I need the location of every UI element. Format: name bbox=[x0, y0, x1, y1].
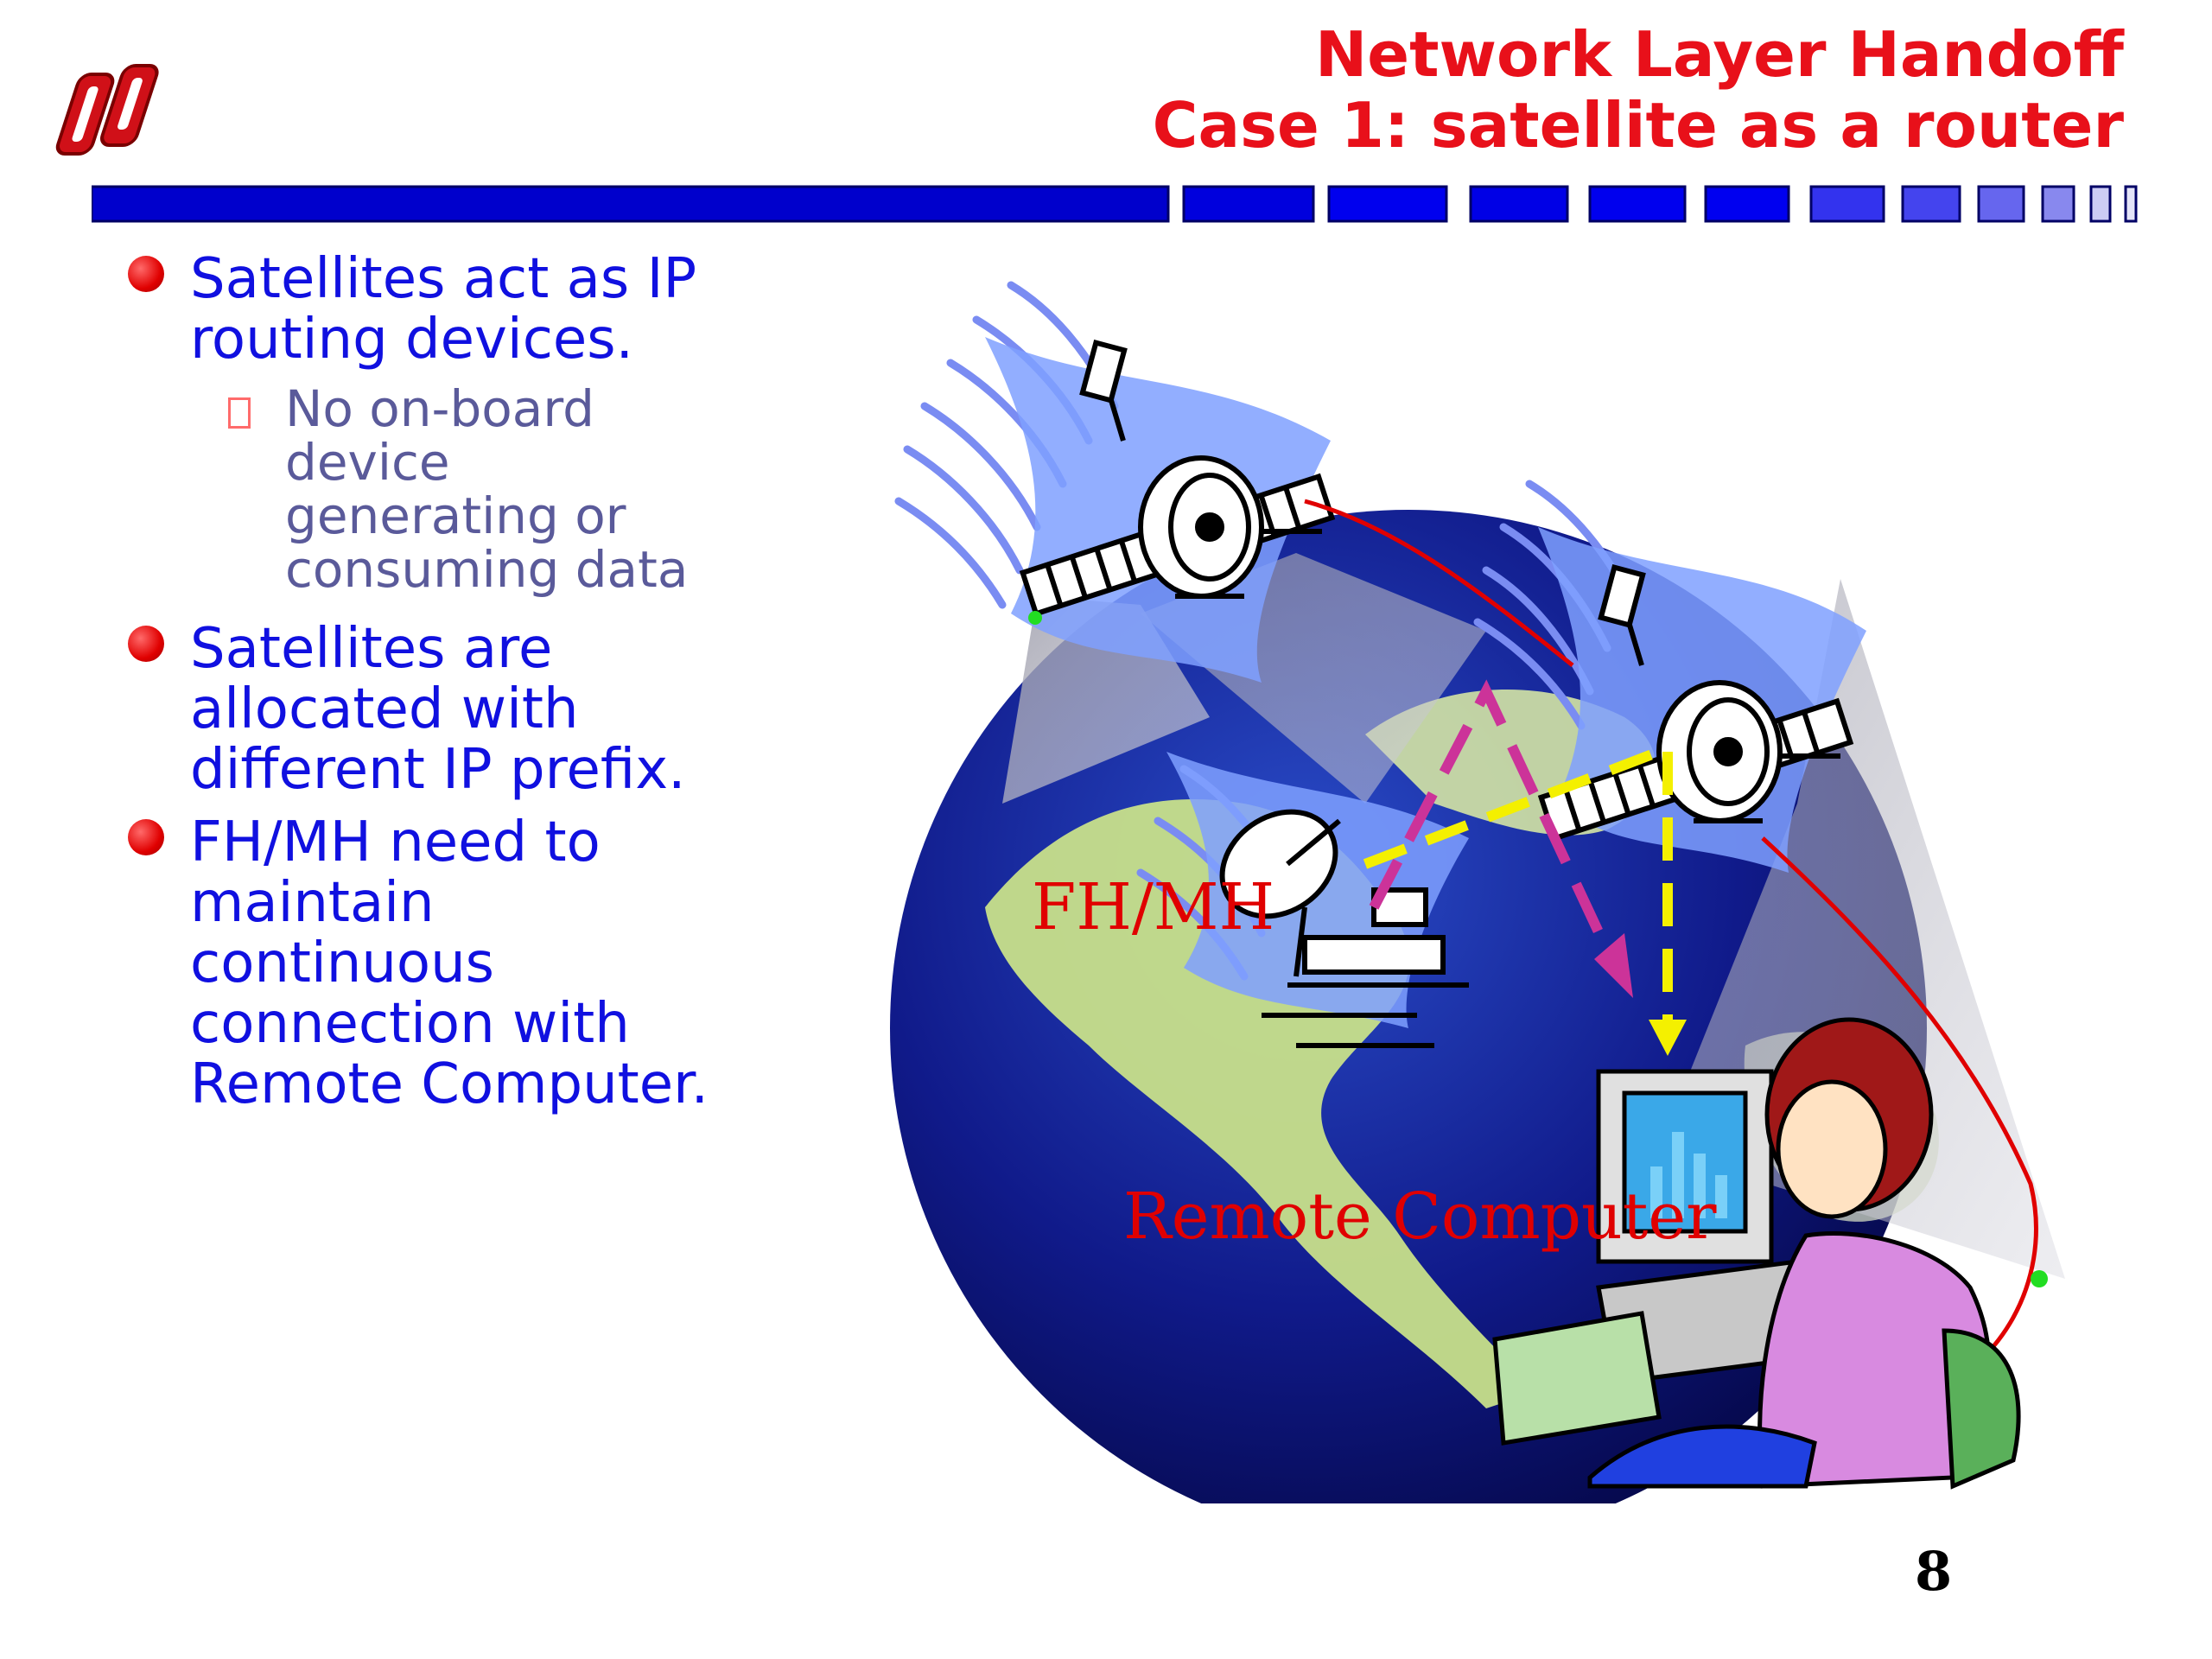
bullet-dot-icon bbox=[128, 626, 164, 662]
computer-user-icon bbox=[1492, 1017, 2021, 1490]
bullet-item: Satellites are allocated with different … bbox=[121, 619, 726, 800]
sub-bullet-icon bbox=[228, 397, 251, 429]
satellite-network-illustration bbox=[890, 281, 2065, 1503]
bullet-text: Satellites are allocated with different … bbox=[190, 617, 686, 802]
bullet-text: FH/MH need to maintain continuous connec… bbox=[190, 810, 709, 1116]
satellite-icon bbox=[1019, 339, 1336, 618]
bullet-text: Satellites act as IP routing devices. bbox=[190, 247, 697, 372]
sub-bullet-item: No on-board device generating or consumi… bbox=[121, 382, 726, 596]
bullet-dot-icon bbox=[128, 256, 164, 292]
title-line-1: Network Layer Handoff bbox=[1315, 18, 2124, 91]
bullet-item: FH/MH need to maintain continuous connec… bbox=[121, 812, 726, 1115]
fh-mh-label: FH/MH bbox=[1032, 870, 1275, 944]
bullet-item: Satellites act as IP routing devices. bbox=[121, 249, 726, 370]
title-rule bbox=[92, 185, 2138, 223]
university-logo bbox=[55, 64, 159, 156]
remote-computer-label: Remote Computer bbox=[1123, 1179, 1717, 1254]
title-line-2: Case 1: satellite as a router bbox=[1152, 89, 2124, 162]
satellite-icon bbox=[1537, 563, 1854, 842]
bullet-list: Satellites act as IP routing devices. No… bbox=[121, 249, 726, 1127]
slide-title: Network Layer Handoff Case 1: satellite … bbox=[1153, 19, 2124, 161]
page-number: 8 bbox=[1915, 1540, 1953, 1603]
sub-bullet-text: No on-board device generating or consumi… bbox=[285, 379, 689, 599]
bullet-dot-icon bbox=[128, 819, 164, 855]
dish-antenna-icon bbox=[1219, 809, 1469, 1048]
